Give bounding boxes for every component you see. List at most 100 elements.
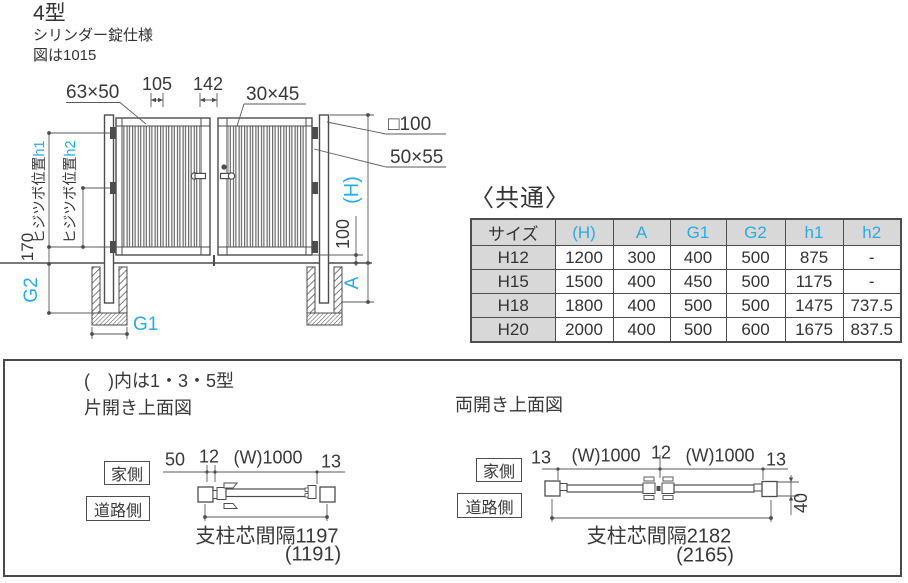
road-side-label: 道路側 — [86, 496, 150, 521]
svg-text:G2: G2 — [21, 277, 42, 302]
dim-label: 12 — [198, 446, 220, 467]
right-post — [318, 114, 330, 304]
plan-view-panel — [3, 359, 902, 577]
row-header: H20 — [470, 317, 556, 343]
double-swing-title: 両開き上面図 — [455, 395, 563, 415]
common-spec-table: サイズ (H) A G1 G2 h1 h2 H12 1200 300 400 5… — [470, 218, 902, 343]
dim-label: 50 — [164, 449, 186, 470]
plan-note: ( )内は1・3・5型 — [84, 371, 235, 391]
dim-label: 13 — [320, 451, 342, 472]
post-span-alt-label: (1191) — [284, 543, 342, 566]
dim-footing-width: G1 — [90, 314, 158, 339]
table-cell: 500 — [725, 269, 786, 294]
svg-text:□100: □100 — [388, 114, 431, 135]
single-swing-title: 片開き上面図 — [84, 398, 192, 418]
double-right-leaf-plan — [673, 484, 755, 493]
table-row: H12 1200 300 400 500 875 - — [470, 245, 902, 270]
svg-text:142: 142 — [193, 74, 223, 94]
table-cell: 400 — [612, 317, 671, 343]
double-left-leaf-plan — [566, 484, 644, 493]
single-right-post — [319, 486, 336, 503]
svg-text:30×45: 30×45 — [246, 84, 299, 105]
title-block: 4型 シリンダー錠仕様 図は1015 — [33, 2, 153, 67]
dim-embed: A — [342, 263, 374, 304]
post-span-label: 支柱芯間隔2182 — [586, 525, 732, 548]
col-header-G1: G1 — [669, 218, 727, 246]
left-gate-leaf — [115, 117, 211, 256]
table-cell: - — [842, 245, 902, 270]
dim-frame: 50×55 — [313, 147, 446, 168]
col-header-h2: h2 — [842, 218, 902, 246]
table-cell: 875 — [784, 245, 844, 270]
table-cell: 500 — [725, 293, 786, 318]
svg-text:105: 105 — [142, 74, 172, 94]
dim-height: (H) — [330, 113, 374, 265]
table-row: H20 2000 400 500 600 1675 837.5 — [470, 317, 902, 343]
table-cell: - — [842, 269, 902, 294]
left-post — [103, 114, 115, 304]
dim-slat: 30×45 — [236, 84, 306, 127]
svg-text:A: A — [342, 276, 363, 289]
table-row: H15 1500 400 450 500 1175 - — [470, 269, 902, 294]
double-right-post — [761, 480, 778, 498]
single-gate-leaf-plan — [225, 488, 314, 498]
plan-view-drawings: 40 — [163, 455, 811, 522]
dim-clearance: 100 — [313, 216, 363, 266]
left-foundation — [91, 266, 128, 326]
table-cell: 837.5 — [842, 317, 902, 343]
svg-text:G1: G1 — [133, 314, 158, 335]
single-swing-drawing — [163, 465, 345, 521]
svg-text:ヒジツボ位置h2: ヒジツボ位置h2 — [62, 140, 79, 243]
table-cell: 300 — [612, 245, 671, 270]
svg-text:(H): (H) — [341, 176, 363, 204]
table-cell: 400 — [612, 293, 671, 318]
table-cell: 1475 — [784, 293, 844, 318]
table-cell: 500 — [669, 317, 727, 343]
svg-text:63×50: 63×50 — [66, 82, 119, 103]
table-cell: 500 — [725, 245, 786, 270]
dim-center-stile: 142 — [193, 74, 223, 107]
right-foundation — [306, 266, 343, 326]
post-span-alt-label: (2165) — [676, 544, 734, 567]
dim-post-depth: 40 — [791, 493, 811, 513]
table-cell: 1675 — [784, 317, 844, 343]
dim-label: 12 — [650, 442, 672, 463]
house-side-label: 家側 — [104, 461, 150, 485]
col-header-A: A — [612, 218, 671, 246]
table-cell: 1500 — [554, 269, 614, 294]
dim-post: □100 — [326, 114, 446, 135]
common-table-title: 〈共通〉 — [470, 185, 570, 212]
single-left-post — [197, 486, 214, 503]
table-cell: 500 — [669, 293, 727, 318]
row-header: H15 — [470, 269, 556, 294]
table-cell: 2000 — [554, 317, 614, 343]
dim-top-rail: 63×50 — [66, 82, 147, 125]
house-side-label: 家側 — [476, 458, 522, 482]
cylinder-lock-icon — [190, 164, 236, 266]
model-title: 4型 — [33, 2, 66, 25]
hinge-icons — [110, 127, 318, 253]
dim-label: 13 — [765, 449, 787, 470]
post-span-label: 支柱芯間隔1197 — [195, 525, 339, 548]
col-header-G2: G2 — [725, 218, 786, 246]
col-header-H: (H) — [554, 218, 614, 246]
double-left-post — [544, 480, 561, 497]
table-cell: 400 — [669, 245, 727, 270]
svg-text:50×55: 50×55 — [390, 147, 443, 168]
common-spec-section: 〈共通〉 サイズ (H) A G1 G2 h1 h2 H12 1200 300 … — [470, 178, 902, 343]
road-side-label: 道路側 — [457, 493, 522, 518]
table-cell: 400 — [612, 269, 671, 294]
svg-text:ヒジツボ位置h1: ヒジツボ位置h1 — [31, 140, 48, 243]
table-row: H18 1800 400 500 500 1475 737.5 — [470, 293, 902, 318]
table-cell: 1175 — [784, 269, 844, 294]
right-gate-leaf — [217, 117, 313, 256]
dim-hinge-gap: 105 — [142, 74, 172, 107]
table-cell: 1800 — [554, 293, 614, 318]
table-header-row: サイズ (H) A G1 G2 h1 h2 — [470, 218, 902, 246]
col-header-size: サイズ — [470, 218, 556, 246]
svg-text:100: 100 — [333, 219, 353, 249]
figure-note: 図は1015 — [33, 47, 97, 65]
dim-label: 13 — [530, 447, 552, 468]
lock-spec-label: シリンダー錠仕様 — [33, 27, 154, 45]
dim-hinge-positions: ヒジツボ位置h1 ヒジツボ位置h2 170 G2 — [18, 131, 110, 315]
